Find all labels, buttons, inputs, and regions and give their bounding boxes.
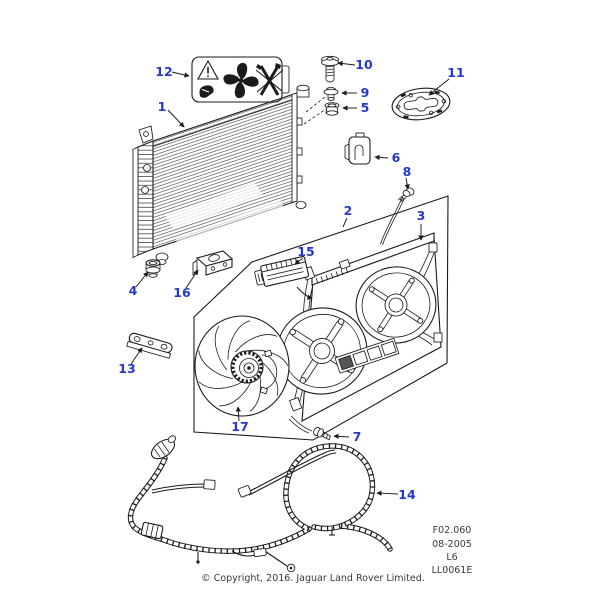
wiring-harness <box>131 435 390 573</box>
leader-lines <box>130 60 450 496</box>
callout-6[interactable]: 6 <box>392 150 401 165</box>
callout-5[interactable]: 5 <box>361 100 370 115</box>
grommet-part5 <box>324 102 340 116</box>
bracket-part13 <box>126 332 173 359</box>
screw-part8 <box>397 187 415 203</box>
figure-model: L6 <box>446 552 457 563</box>
callout-numbers: 1 2 3 4 5 6 7 8 9 10 11 12 13 14 15 16 1… <box>118 57 464 502</box>
harness-connector-top <box>150 435 177 460</box>
fan-blade-assembly <box>192 315 290 417</box>
footer-block: F02.060 08-2005 L6 LL0061E © Copyright, … <box>201 525 472 584</box>
shroud-ring-left <box>276 307 368 395</box>
harness-connector-flat <box>253 547 267 558</box>
plate-part11 <box>391 87 451 121</box>
bracket-part16 <box>192 250 234 276</box>
fan-shroud-assembly <box>276 232 443 422</box>
callout-1[interactable]: 1 <box>158 99 167 114</box>
callout-7[interactable]: 7 <box>353 429 362 444</box>
callout-16[interactable]: 16 <box>173 285 191 300</box>
callout-15[interactable]: 15 <box>297 244 314 259</box>
figure-number: F02.060 <box>433 525 472 536</box>
shroud-ring-right <box>355 266 437 344</box>
callout-9[interactable]: 9 <box>361 85 370 100</box>
callout-17[interactable]: 17 <box>231 419 248 434</box>
bolt-part10 <box>321 55 339 83</box>
wire-from-screw8 <box>380 196 405 246</box>
drain-plug-part4 <box>145 259 161 278</box>
shroud-vent-grid <box>334 337 400 374</box>
callout-13[interactable]: 13 <box>118 361 135 376</box>
callout-12[interactable]: 12 <box>155 64 172 79</box>
figure-sheet: LL0061E <box>432 565 473 576</box>
callout-10[interactable]: 10 <box>355 57 373 72</box>
shroud-top-bar-hatch <box>315 267 349 284</box>
group-box-outline <box>193 195 449 441</box>
resistor-module-part15 <box>254 255 310 287</box>
dashed-locator-lines <box>303 96 327 125</box>
warning-triangle-icon <box>197 59 219 80</box>
callout-8[interactable]: 8 <box>403 164 412 179</box>
radiator-illustration <box>132 84 310 265</box>
harness-connector-small-1 <box>203 479 216 490</box>
callout-3[interactable]: 3 <box>417 208 426 223</box>
callout-4[interactable]: 4 <box>129 283 138 298</box>
figure-date: 08-2005 <box>432 539 472 550</box>
callout-11[interactable]: 11 <box>447 65 464 80</box>
clip-part6 <box>344 132 371 165</box>
callout-2[interactable]: 2 <box>344 203 353 218</box>
harness-connector-block <box>140 521 164 540</box>
module-install-arrow <box>296 286 313 300</box>
fan-blade-icon <box>223 62 259 99</box>
bolt-part7 <box>288 415 332 441</box>
callout-14[interactable]: 14 <box>398 487 416 502</box>
copyright-line: © Copyright, 2016. Jaguar Land Rover Lim… <box>201 573 425 584</box>
harness-connector-small-2 <box>237 485 252 498</box>
fixing-part9 <box>323 87 339 101</box>
hand-caution-icon <box>199 85 214 98</box>
warning-label <box>191 56 290 103</box>
no-tools-icon <box>255 63 284 96</box>
